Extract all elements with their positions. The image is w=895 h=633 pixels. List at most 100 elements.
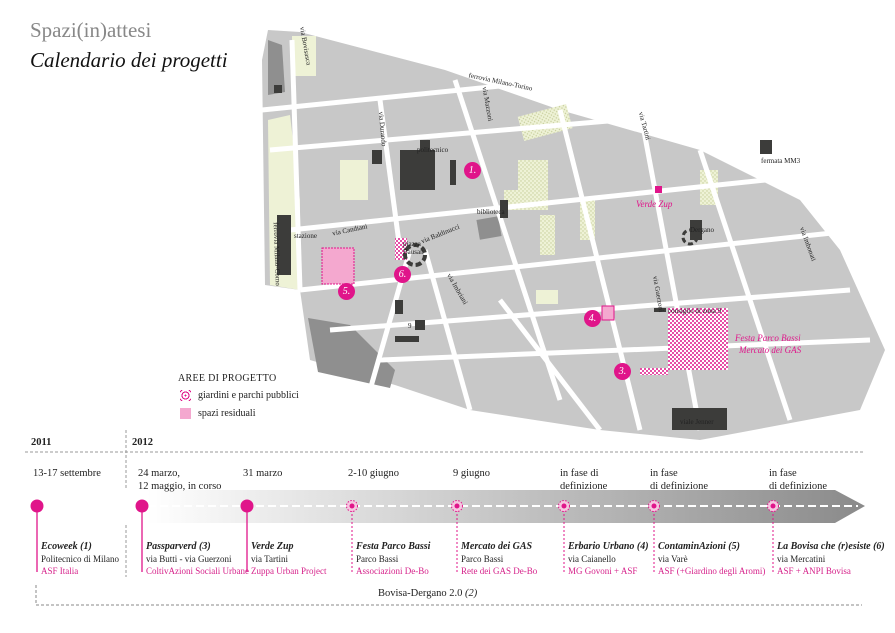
span-label: Bovisa-Dergano 2.0 (2) bbox=[378, 588, 477, 599]
event-name: Passparverd (3) bbox=[146, 541, 211, 552]
event-date: 13-17 settembre bbox=[33, 467, 101, 480]
event-date: 24 marzo, 12 maggio, in corso bbox=[138, 467, 221, 493]
green-areas bbox=[268, 36, 558, 304]
event-name: Ecoweek (1) bbox=[41, 541, 92, 552]
map-label: fermata MM3 bbox=[761, 157, 801, 165]
event-date-line: 12 maggio, in corso bbox=[138, 481, 222, 492]
event-place: via Tartini bbox=[251, 554, 288, 564]
event-date: in fase di definizione bbox=[769, 467, 827, 493]
dark-area bbox=[268, 40, 285, 95]
event-date-line: 2-10 giugno bbox=[348, 468, 400, 479]
span-bracket bbox=[35, 585, 862, 606]
event-date-line: 13-17 settembre bbox=[33, 468, 101, 479]
map-label: politecnico bbox=[417, 146, 449, 154]
event-place: via Varè bbox=[658, 554, 688, 564]
subtitle: Calendario dei progetti bbox=[30, 48, 228, 72]
event-date-line: di definizione bbox=[650, 481, 709, 492]
event-date-line: in fase di bbox=[560, 468, 599, 479]
map-marker-1: 1. bbox=[464, 162, 481, 179]
legend-swatch-residual bbox=[180, 408, 191, 419]
verde-zup-label: Verde Zup bbox=[636, 199, 673, 209]
map-label: consiglio di zona 9 bbox=[668, 307, 722, 315]
legend-label: spazi residuali bbox=[198, 408, 256, 419]
event-place: Parco Bassi bbox=[356, 554, 399, 564]
spazi-residuali-area bbox=[601, 305, 615, 321]
event-date: in fase di definizione bbox=[650, 467, 708, 493]
event-info[interactable]: La Bovisa che (r)esiste (6) via Mercatini… bbox=[777, 541, 885, 577]
event-dot-center bbox=[454, 503, 460, 509]
event-dot-done[interactable] bbox=[240, 499, 254, 513]
legend-label: giardini e parchi pubblici bbox=[198, 390, 299, 401]
event-date-line: 9 giugno bbox=[453, 468, 491, 479]
event-dot-done[interactable] bbox=[135, 499, 149, 513]
event-place: Politecnico di Milano bbox=[41, 554, 119, 564]
event-dot-center bbox=[561, 503, 567, 509]
event-date-line: in fase bbox=[769, 468, 797, 479]
event-name: Erbario Urbano (4) bbox=[568, 541, 649, 552]
map-marker-3: 3. bbox=[614, 363, 631, 380]
piazza-bausan bbox=[403, 243, 427, 267]
map-marker-4: 4. bbox=[584, 310, 601, 327]
legend-swatch-parks bbox=[180, 390, 191, 401]
event-organizer: MG Govoni + ASF bbox=[568, 566, 638, 576]
event-place: Parco Bassi bbox=[461, 554, 504, 564]
dergano-square bbox=[681, 228, 699, 246]
event-place: via Mercatini bbox=[777, 554, 826, 564]
map-marker-5: 5. bbox=[338, 283, 355, 300]
year-2011: 2011 bbox=[31, 437, 52, 448]
event-organizer: Zuppa Urban Project bbox=[251, 566, 327, 576]
event-date-line: 31 marzo bbox=[243, 468, 283, 479]
map-marker-6: 6. bbox=[394, 266, 411, 283]
event-date: in fase di definizione bbox=[560, 467, 607, 493]
park-area bbox=[640, 368, 668, 375]
event-organizer: ColtivAzioni Sociali Urbane bbox=[146, 566, 249, 576]
event-name: ContaminAzioni (5) bbox=[658, 541, 740, 552]
event-name: Verde Zup bbox=[251, 541, 294, 552]
event-date-line: definizione bbox=[560, 481, 608, 492]
dark-area bbox=[476, 216, 502, 240]
event-dot-center bbox=[349, 503, 355, 509]
event-place: via Butti - via Guerzoni bbox=[146, 554, 232, 564]
spazi-residuali-area bbox=[321, 247, 355, 285]
map-label: viale Jenner bbox=[680, 418, 714, 426]
span-number: (2) bbox=[465, 588, 478, 599]
event-organizer: ASF Italia bbox=[41, 566, 79, 576]
event-date-line: in fase bbox=[650, 468, 678, 479]
map-label: Dergano bbox=[690, 226, 714, 234]
event-date: 31 marzo bbox=[243, 467, 282, 480]
event-dot-center bbox=[770, 503, 776, 509]
event-name: Festa Parco Bassi bbox=[356, 541, 431, 552]
event-name: Mercato dei GAS bbox=[461, 541, 533, 552]
event-info[interactable]: Erbario Urbano (4) via Caianello MG Govoni… bbox=[568, 541, 649, 577]
event-place: via Caianello bbox=[568, 554, 616, 564]
event-dot-center bbox=[651, 503, 657, 509]
event-date: 2-10 giugno bbox=[348, 467, 399, 480]
legend-title: AREE DI PROGETTO bbox=[178, 373, 277, 384]
map-label: 9 bbox=[408, 322, 412, 330]
event-name: La Bovisa che (r)esiste (6) bbox=[777, 541, 885, 552]
year-2012: 2012 bbox=[132, 437, 153, 448]
event-dot-done[interactable] bbox=[30, 499, 44, 513]
span-name: Bovisa-Dergano 2.0 bbox=[378, 588, 463, 599]
event-organizer: Associazioni De-Bo bbox=[356, 566, 429, 576]
event-organizer: ASF (+Giardino degli Aromi) bbox=[658, 566, 766, 576]
mercato-gas-label: Mercato dei GAS bbox=[739, 345, 802, 355]
event-organizer: Rete dei GAS De-Bo bbox=[461, 566, 538, 576]
event-date-line: di definizione bbox=[769, 481, 828, 492]
map-label: piazza Bausan bbox=[403, 240, 424, 256]
festa-parco-bassi-label: Festa Parco Bassi bbox=[735, 333, 801, 343]
parco-bassi-area bbox=[668, 308, 728, 370]
map-label: stazione bbox=[294, 232, 317, 240]
verde-zup-area bbox=[655, 186, 662, 193]
event-date-line: 24 marzo, bbox=[138, 468, 180, 479]
title: Spazi(in)attesi bbox=[30, 18, 152, 42]
